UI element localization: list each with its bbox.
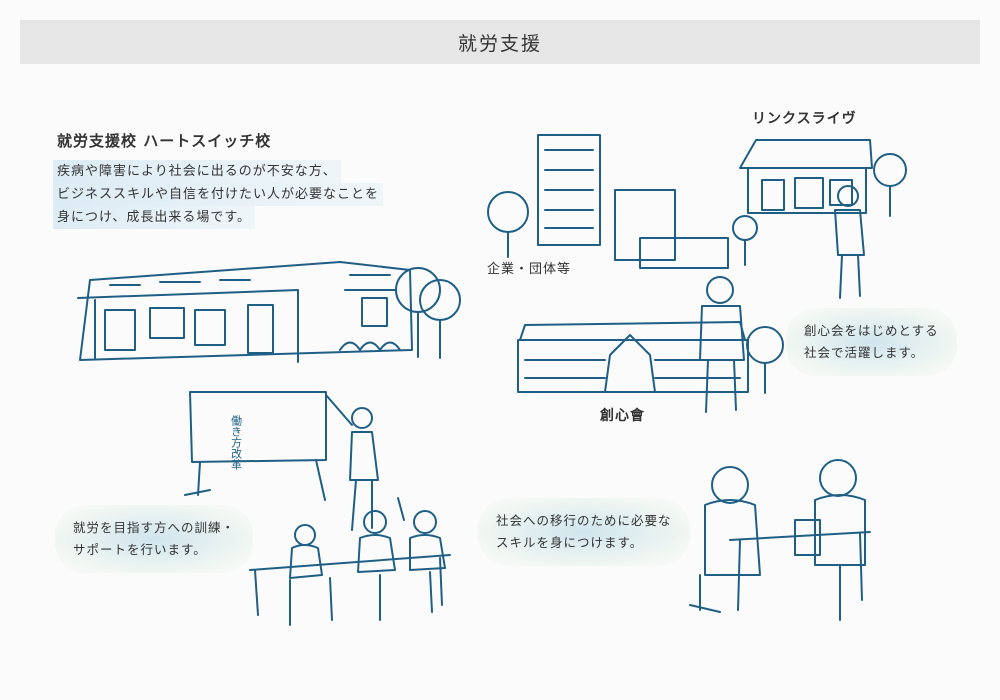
bubble-line: 社会で活躍します。 <box>804 345 925 360</box>
society-bubble: 創心会をはじめとする 社会で活躍します。 <box>786 308 957 376</box>
school-description: 疾病や障害により社会に出るのが不安な方、 ビジネススキルや自信を付けたい人が必要… <box>53 160 384 229</box>
bubble-line: 創心会をはじめとする <box>804 323 939 338</box>
soushinkai-label: 創心會 <box>600 408 645 424</box>
school-title: 就労支援校 ハートスイッチ校 <box>57 132 272 150</box>
whiteboard-text: 働き方改革 <box>230 415 243 470</box>
bubble-line: 就労を目指す方への訓練・ <box>73 520 236 535</box>
description-line: ビジネススキルや自信を付けたい人が必要なことを <box>53 183 384 206</box>
meeting-illustration <box>689 459 871 621</box>
training-bubble: 就労を目指す方への訓練・ サポートを行います。 <box>55 505 254 573</box>
skills-bubble: 社会への移行のために必要な スキルを身につけます。 <box>478 498 690 566</box>
company-buildings-illustration <box>487 134 758 269</box>
linkslive-label: リンクスライヴ <box>752 111 857 127</box>
soushinkai-building-illustration <box>517 276 784 413</box>
description-line: 身につけ、成長出来る場です。 <box>53 206 256 229</box>
school-building-illustration <box>77 261 461 363</box>
bubble-line: スキルを身につけます。 <box>496 535 644 550</box>
classroom-illustration <box>184 391 451 626</box>
linkslive-building-illustration <box>739 139 907 299</box>
bubble-line: 社会への移行のために必要な <box>496 513 672 528</box>
description-line: 疾病や障害により社会に出るのが不安な方、 <box>53 160 341 183</box>
page-title: 就労支援 <box>457 32 542 55</box>
company-label: 企業・団体等 <box>487 262 572 277</box>
page-header: 就労支援 <box>20 20 980 64</box>
bubble-line: サポートを行います。 <box>73 542 207 557</box>
